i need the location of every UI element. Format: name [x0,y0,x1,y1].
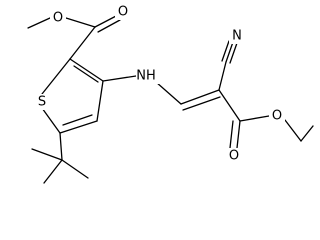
bond-c-alpha-carbonyl [218,89,241,122]
atom-labels: S NH N O O O O [34,4,285,164]
bond-c3-nh [102,75,137,82]
bond-carbonyl2-o-double-b [229,120,234,149]
mask-amine [136,68,160,84]
bond-c4-c5 [59,120,98,134]
bond-cn-triple-a [225,41,234,63]
bond-ch-c-alpha-double [182,96,221,111]
bond-cn-triple-b [221,40,230,62]
bond-c4-c5-double [62,114,93,126]
ester1-carbonyl-o-label: O [118,5,128,20]
bond-c2-c3 [69,58,104,82]
bond-ch2-ch3 [300,125,314,142]
bond-carbonyl-o-double-a [94,14,119,28]
bond-o-ch2 [284,119,302,142]
mask-ester1-carbonyl-o [115,4,131,20]
bond-ch-c-alpha [180,89,220,105]
bond-c-alpha-cn [218,61,227,91]
bond-tbu-me3 [43,159,63,184]
bond-carbonyl2-o-double-a [236,120,241,149]
bond-c3-c4 [96,80,104,122]
bond-c2-carbonyl [69,26,96,60]
ester2-ether-o-label: O [272,109,282,124]
molecule-structure-diagram: S NH N O O O O [27,4,314,184]
bond-c5-tbu [59,132,63,161]
mask-ester2-ether-o [269,108,285,124]
bond-nh-ch [155,81,182,105]
mask-ester2-carbonyl-o [226,148,242,164]
amine-nh-label: NH [136,69,156,84]
bond-c2-c3-double [73,65,99,83]
bonds [27,14,314,184]
mask-nitrile-n [229,28,245,44]
sulfur-label: S [38,95,46,110]
bond-s1-c2 [41,58,71,95]
bond-tbu-me2 [61,159,89,179]
bond-cn-triple-c [229,42,238,64]
bond-carbonyl-o-ether [65,17,96,28]
bond-carbonyl2-o-ether [239,115,270,122]
bond-o-methyl [27,17,51,29]
ester2-carbonyl-o-label: O [229,149,239,164]
mask-ester1-ether-o [50,10,66,26]
nitrile-n-label: N [232,29,242,44]
bond-c5-s1 [41,107,61,134]
ester1-ether-o-label: O [53,11,63,26]
bond-tbu-me1 [31,148,63,161]
bond-carbonyl-o-double-b [97,19,121,33]
mask-sulfur [34,94,50,110]
